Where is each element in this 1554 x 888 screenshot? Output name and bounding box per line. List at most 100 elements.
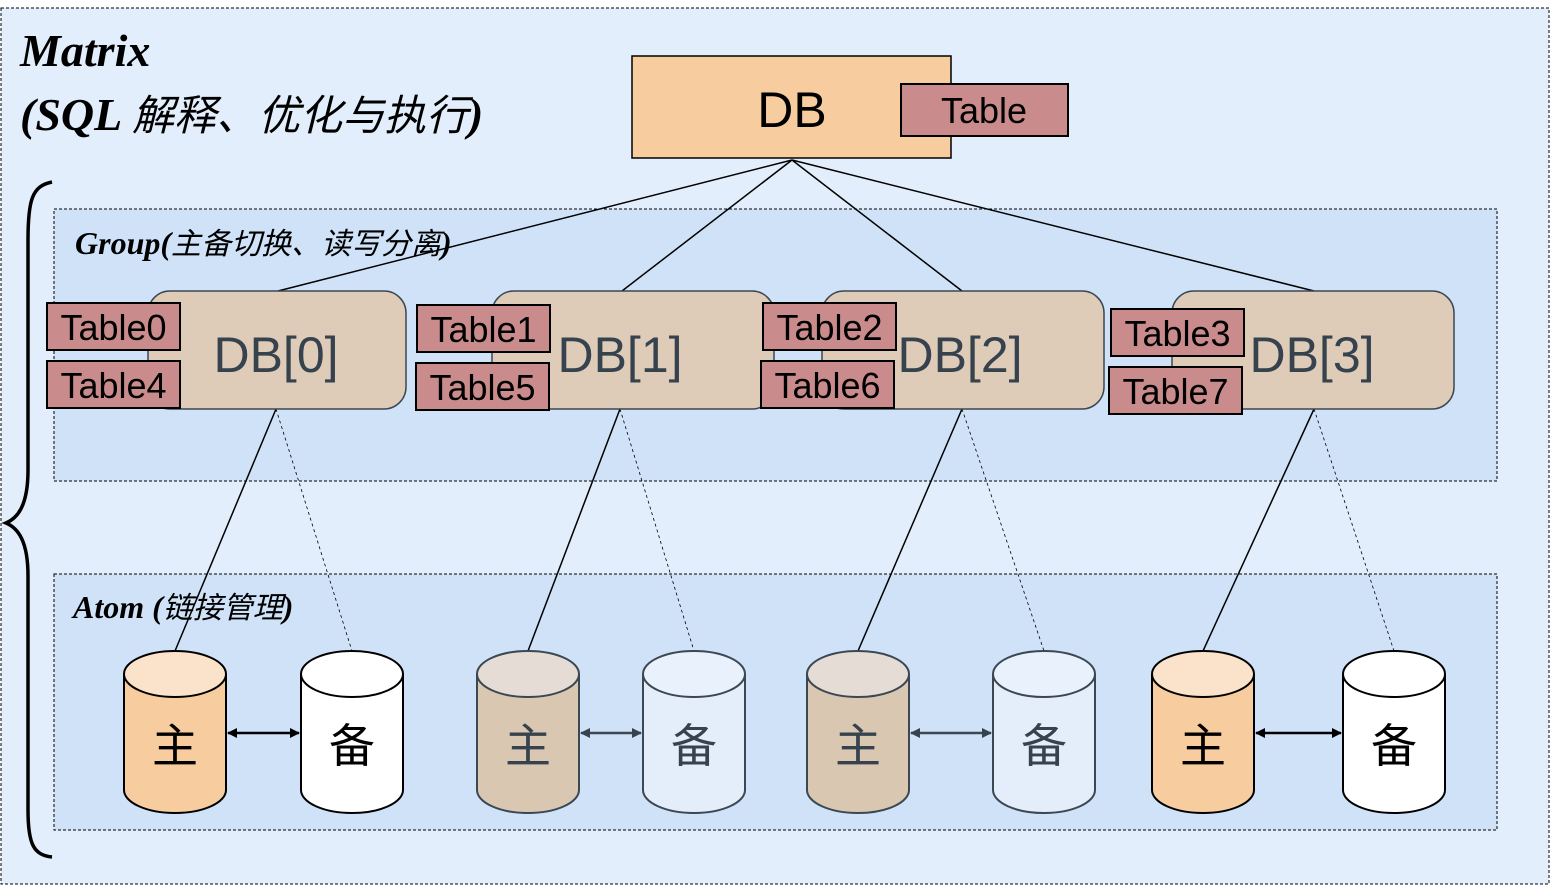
group-title: Group(主备切换、读写分离): [75, 225, 452, 262]
physical-db-label: DB[0]: [213, 327, 338, 383]
connection-lines: [174, 159, 1395, 652]
cylinder-body: [806, 674, 910, 814]
slave-link-line: [619, 408, 695, 652]
cylinder-body: [476, 674, 580, 814]
logical-db-box: [631, 55, 952, 159]
physical-db-label: DB[2]: [897, 327, 1022, 383]
cylinder-label: 主: [152, 719, 198, 773]
slave-link-line: [961, 408, 1045, 652]
matrix-title: Matrix: [19, 25, 150, 76]
shard-table-label: Table6: [774, 365, 880, 406]
shard-table-label: Table1: [430, 309, 536, 350]
atom-title: Atom (链接管理): [71, 589, 293, 626]
shard-table-box: [416, 304, 551, 353]
cylinder-body: [1151, 674, 1255, 814]
shard-table-label: Table5: [429, 367, 535, 408]
shard-table-label: Table2: [776, 307, 882, 348]
atom-layer: [53, 573, 1498, 831]
shard-table-label: Table7: [1122, 371, 1228, 412]
cylinder-top: [1342, 650, 1446, 698]
cylinder-top: [123, 650, 227, 698]
cylinder-body: [1342, 674, 1446, 814]
atom-title-suffix: ): [280, 589, 294, 625]
cylinder-top: [1151, 650, 1255, 698]
physical-db-label: DB[3]: [1249, 327, 1374, 383]
matrix-subtitle-cjk: 解释、优化与执行: [132, 91, 474, 140]
logical-db-label: DB: [757, 82, 826, 138]
master-link-line: [174, 408, 277, 652]
logical-table-box: [900, 83, 1069, 137]
cylinder-label: 主: [505, 719, 551, 773]
shard-table-box: [415, 362, 550, 411]
cylinder-label: 备: [1371, 719, 1417, 773]
shard-table[interactable]: Table6: [760, 360, 895, 409]
master-db-cylinder[interactable]: 主: [1151, 650, 1255, 814]
physical-db-label: DB[1]: [557, 327, 682, 383]
cylinder-label: 备: [329, 719, 375, 773]
logical-to-physical-line: [791, 159, 963, 292]
slave-db-cylinder[interactable]: 备: [642, 650, 746, 814]
atom-cylinders: 主备主备主备主备: [123, 650, 1446, 814]
master-link-line: [527, 408, 621, 652]
master-link-line: [1202, 408, 1315, 652]
shard-table-label: Table0: [60, 307, 166, 348]
logical-to-physical-line: [277, 159, 793, 292]
cylinder-label: 主: [835, 719, 881, 773]
shard-table[interactable]: Table7: [1108, 366, 1243, 415]
layer-brace: [1, 180, 53, 859]
cylinder-label: 主: [1180, 719, 1226, 773]
cylinder-body: [992, 674, 1096, 814]
master-db-cylinder[interactable]: 主: [476, 650, 580, 814]
shard-table[interactable]: Table1: [416, 304, 551, 353]
shard-table[interactable]: Table2: [762, 302, 897, 351]
shard-table-label: Table4: [60, 365, 166, 406]
matrix-subtitle-suffix: ): [464, 89, 483, 140]
master-db-cylinder[interactable]: 主: [123, 650, 227, 814]
matrix-subtitle: (SQL 解释、优化与执行): [20, 89, 483, 140]
slave-link-line: [275, 408, 353, 652]
master-link-line: [857, 408, 963, 652]
shard-table[interactable]: Table3: [1110, 308, 1245, 357]
shard-table-box: [46, 302, 181, 351]
group-title-cjk: 主备切换、读写分离: [171, 227, 445, 262]
shard-table[interactable]: Table0: [46, 302, 181, 351]
shard-table-box: [1110, 308, 1245, 357]
shard-table[interactable]: Table5: [415, 362, 550, 411]
cylinder-top: [992, 650, 1096, 698]
cylinder-body: [123, 674, 227, 814]
shard-table-box: [760, 360, 895, 409]
cylinder-label: 备: [671, 719, 717, 773]
cylinder-top: [300, 650, 404, 698]
atom-title-prefix: Atom (: [71, 589, 165, 625]
group-title-suffix: ): [438, 225, 452, 261]
logical-to-physical-line: [621, 159, 793, 292]
shard-table[interactable]: Table4: [46, 360, 181, 409]
slave-link-line: [1313, 408, 1395, 652]
atom-title-cjk: 链接管理: [163, 591, 287, 626]
cylinder-top: [642, 650, 746, 698]
master-db-cylinder[interactable]: 主: [806, 650, 910, 814]
cylinder-top: [476, 650, 580, 698]
matrix-subtitle-prefix: (SQL: [20, 89, 132, 140]
slave-db-cylinder[interactable]: 备: [300, 650, 404, 814]
cylinder-top: [806, 650, 910, 698]
logical-to-physical-line: [791, 159, 1315, 292]
slave-db-cylinder[interactable]: 备: [992, 650, 1096, 814]
logical-table-label: Table: [941, 90, 1027, 131]
shard-table-box: [1108, 366, 1243, 415]
cylinder-body: [642, 674, 746, 814]
slave-db-cylinder[interactable]: 备: [1342, 650, 1446, 814]
cylinder-body: [300, 674, 404, 814]
shard-table-label: Table3: [1124, 313, 1230, 354]
shard-table-box: [762, 302, 897, 351]
logical-db-node[interactable]: DB Table: [631, 55, 1069, 159]
group-title-prefix: Group(: [75, 225, 173, 261]
shard-table-box: [46, 360, 181, 409]
cylinder-label: 备: [1021, 719, 1067, 773]
